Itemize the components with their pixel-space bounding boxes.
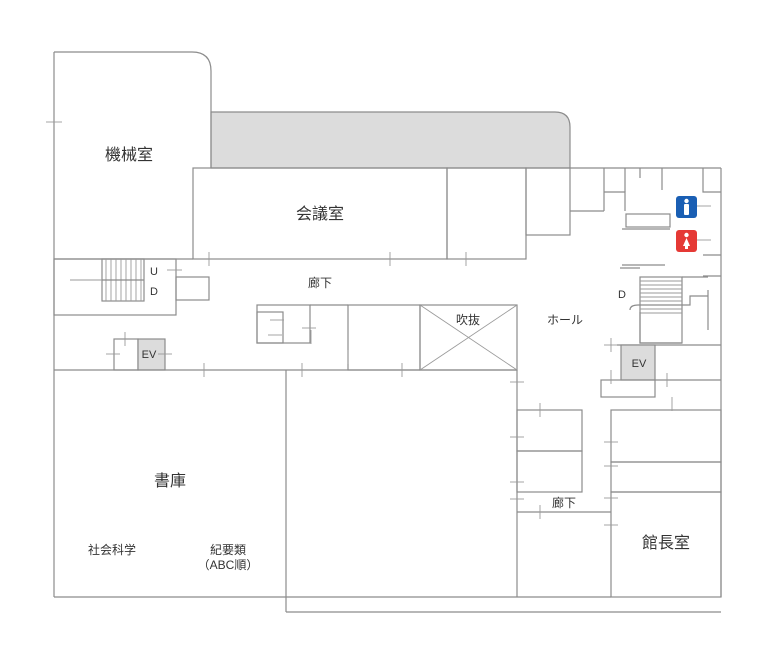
stairs-right [604,276,721,346]
female-restroom-icon [676,230,697,252]
stairs-left-up-label: U [150,266,158,278]
corridor-top-label: 廊下 [308,275,332,290]
stacks-label: 書庫 [154,472,186,490]
central-blocks [54,304,517,377]
bulletins-label: 紀要類 [210,543,246,557]
atrium-label: 吹抜 [456,313,480,327]
stairs-left-down-label: D [150,286,158,298]
stairs-left [53,258,210,316]
restroom-area [604,168,721,277]
hall-label: ホール [547,313,583,327]
machine-room-label: 機械室 [105,146,153,164]
meeting-room-label: 会議室 [296,205,344,223]
atrium [419,304,518,371]
elevator-right [600,338,721,411]
shaded-area [210,111,571,169]
bulletins-sublabel: （ABC順） [198,558,259,572]
building-outline [46,51,722,613]
elevator-right-label: EV [632,358,647,370]
social-science-label: 社会科学 [88,542,136,557]
right-rooms [604,409,722,598]
lower-rooms [510,370,611,597]
male-restroom-icon [676,196,697,218]
director-room-label: 館長室 [642,534,690,552]
corridor-bottom-label: 廊下 [552,495,576,510]
elevator-left [106,332,172,371]
stairs-right-down-label: D [618,289,626,301]
elevator-left-label: EV [142,349,157,361]
